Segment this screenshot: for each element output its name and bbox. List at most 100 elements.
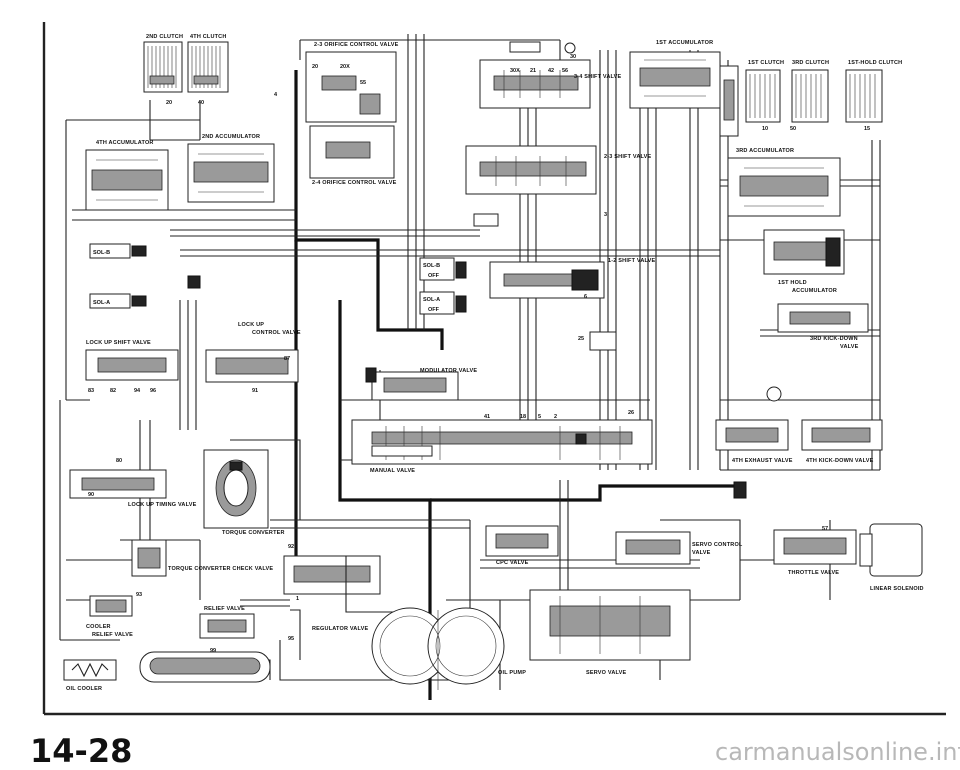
label-hold-accumulator: ACCUMULATOR <box>792 288 837 294</box>
port-26: 26 <box>628 410 634 416</box>
label-linear-solenoid: LINEAR SOLENOID <box>870 586 924 592</box>
label-2-4-orifice: 2-4 ORIFICE CONTROL VALVE <box>312 180 397 186</box>
port-83: 83 <box>88 388 94 394</box>
port-50: 50 <box>790 126 796 132</box>
accumulator-2nd <box>187 143 275 203</box>
label-modulator: MODULATOR VALVE <box>420 368 477 374</box>
port-42: 42 <box>548 68 554 74</box>
shift-valve-34: 30X 21 42 56 <box>479 59 591 109</box>
label-throttle: THROTTLE VALVE <box>788 570 839 576</box>
label-regulator: REGULATOR VALVE <box>312 626 369 632</box>
label-manual: MANUAL VALVE <box>370 468 415 474</box>
port-91: 91 <box>252 388 258 394</box>
port-82: 82 <box>110 388 116 394</box>
label-3rd-clutch: 3RD CLUTCH <box>792 60 829 66</box>
label-servo: SERVO VALVE <box>586 670 627 676</box>
shift-valve-23 <box>465 145 597 195</box>
small-check-valve <box>473 213 499 227</box>
solenoid-a-mid: SOL-A OFF <box>419 291 467 315</box>
port-92: 92 <box>288 544 294 550</box>
label-2-3-shift: 2-3 SHIFT VALVE <box>604 154 652 160</box>
label-3rd-kickdown-b: VALVE <box>840 344 859 350</box>
accumulator-3rd <box>727 157 841 217</box>
mid-small-valve: 25 <box>578 331 617 351</box>
label-4th-exhaust: 4TH EXHAUST VALVE <box>732 458 793 464</box>
clutch-3rd <box>791 69 829 123</box>
port-30x: 30X <box>510 68 520 74</box>
main-line-down <box>290 240 298 562</box>
page-number: 14-28 <box>30 732 132 770</box>
label-oil-cooler: OIL COOLER <box>66 686 102 692</box>
main-line-left <box>294 70 444 350</box>
label-torque-converter: TORQUE CONVERTER <box>222 530 285 536</box>
port-30a: 30 <box>570 54 576 60</box>
sol-b-mid-state: OFF <box>428 273 440 279</box>
label-4th-kickdown: 4TH KICK-DOWN VALVE <box>806 458 874 464</box>
port-80: 80 <box>116 458 122 464</box>
fluid-passages <box>59 34 881 690</box>
label-lockup-control-a: LOCK UP <box>238 322 264 328</box>
label-3-4-shift: 3-4 SHIFT VALVE <box>574 74 622 80</box>
servo-control-valve <box>615 481 747 565</box>
label-2-3-orifice: 2-3 ORIFICE CONTROL VALVE <box>314 42 399 48</box>
solenoid-b-top: SOL-B <box>89 243 147 259</box>
oil-filter-tank <box>139 651 271 683</box>
port-3: 3 <box>604 212 607 218</box>
port-25: 25 <box>578 336 584 342</box>
label-1st-clutch: 1ST CLUTCH <box>748 60 784 66</box>
port-93: 93 <box>136 592 142 598</box>
top-check-valve: 30 <box>509 41 576 60</box>
label-2nd-clutch: 2ND CLUTCH <box>146 34 183 40</box>
port-94: 94 <box>134 388 141 394</box>
cooler-relief-valve <box>89 595 133 617</box>
clutch-1st: 10 <box>745 69 781 132</box>
port-55a: 55 <box>360 80 366 86</box>
clutch-1st-hold: 15 <box>845 69 883 132</box>
clutch-feed-1 <box>719 65 739 137</box>
sol-b-mid-label: SOL-B <box>423 263 440 269</box>
orifice-control-valve-23: 20 20X 55 <box>305 51 397 123</box>
lockup-control-valve: 87 91 <box>205 349 299 394</box>
kickdown-valve-3rd <box>777 303 869 333</box>
servo-valve <box>529 589 691 661</box>
label-lockup-shift: LOCK UP SHIFT VALVE <box>86 340 151 346</box>
label-relief: RELIEF VALVE <box>204 606 245 612</box>
port-20x: 20X <box>340 64 350 70</box>
port-20a: 20 <box>166 100 172 106</box>
port-99: 99 <box>210 648 216 654</box>
oil-cooler <box>63 659 117 681</box>
port-41: 41 <box>484 414 490 420</box>
main-line-right <box>430 484 740 502</box>
torque-converter <box>203 449 269 529</box>
sol-a-mid-state: OFF <box>428 307 440 313</box>
kickdown-valve-4th <box>801 419 883 451</box>
clutch-4th <box>187 41 229 93</box>
port-15: 15 <box>864 126 870 132</box>
solenoid-b-mid: SOL-B OFF <box>419 257 467 281</box>
label-cooler-relief-b: RELIEF VALVE <box>92 632 133 638</box>
port-56: 56 <box>562 68 568 74</box>
port-57: 57 <box>822 526 828 532</box>
watermark: carmanualsonline.info <box>715 738 960 766</box>
port-10: 10 <box>762 126 768 132</box>
modulator-valve <box>365 367 459 401</box>
port-5: 5 <box>538 414 541 420</box>
oil-pump <box>371 607 505 690</box>
port-96: 96 <box>150 388 156 394</box>
shift-valve-12 <box>489 261 605 299</box>
top-orifice-block <box>187 275 201 289</box>
orifice-control-valve-24 <box>309 125 395 179</box>
label-cpc: CPC VALVE <box>496 560 529 566</box>
label-oil-pump: OIL PUMP <box>498 670 526 676</box>
port-6: 6 <box>584 294 587 300</box>
port-20b: 20 <box>312 64 318 70</box>
lockup-timing-valve: 90 80 <box>69 458 167 499</box>
label-1st-hold-clutch: 1ST-HOLD CLUTCH <box>848 60 902 66</box>
label-4th-accumulator: 4TH ACCUMULATOR <box>96 140 154 146</box>
port-87: 87 <box>284 356 290 362</box>
port-2: 2 <box>554 414 557 420</box>
solenoid-a-top: SOL-A <box>89 293 147 309</box>
accumulator-1st-hold <box>763 229 845 275</box>
label-1-2-shift: 1-2 SHIFT VALVE <box>608 258 656 264</box>
